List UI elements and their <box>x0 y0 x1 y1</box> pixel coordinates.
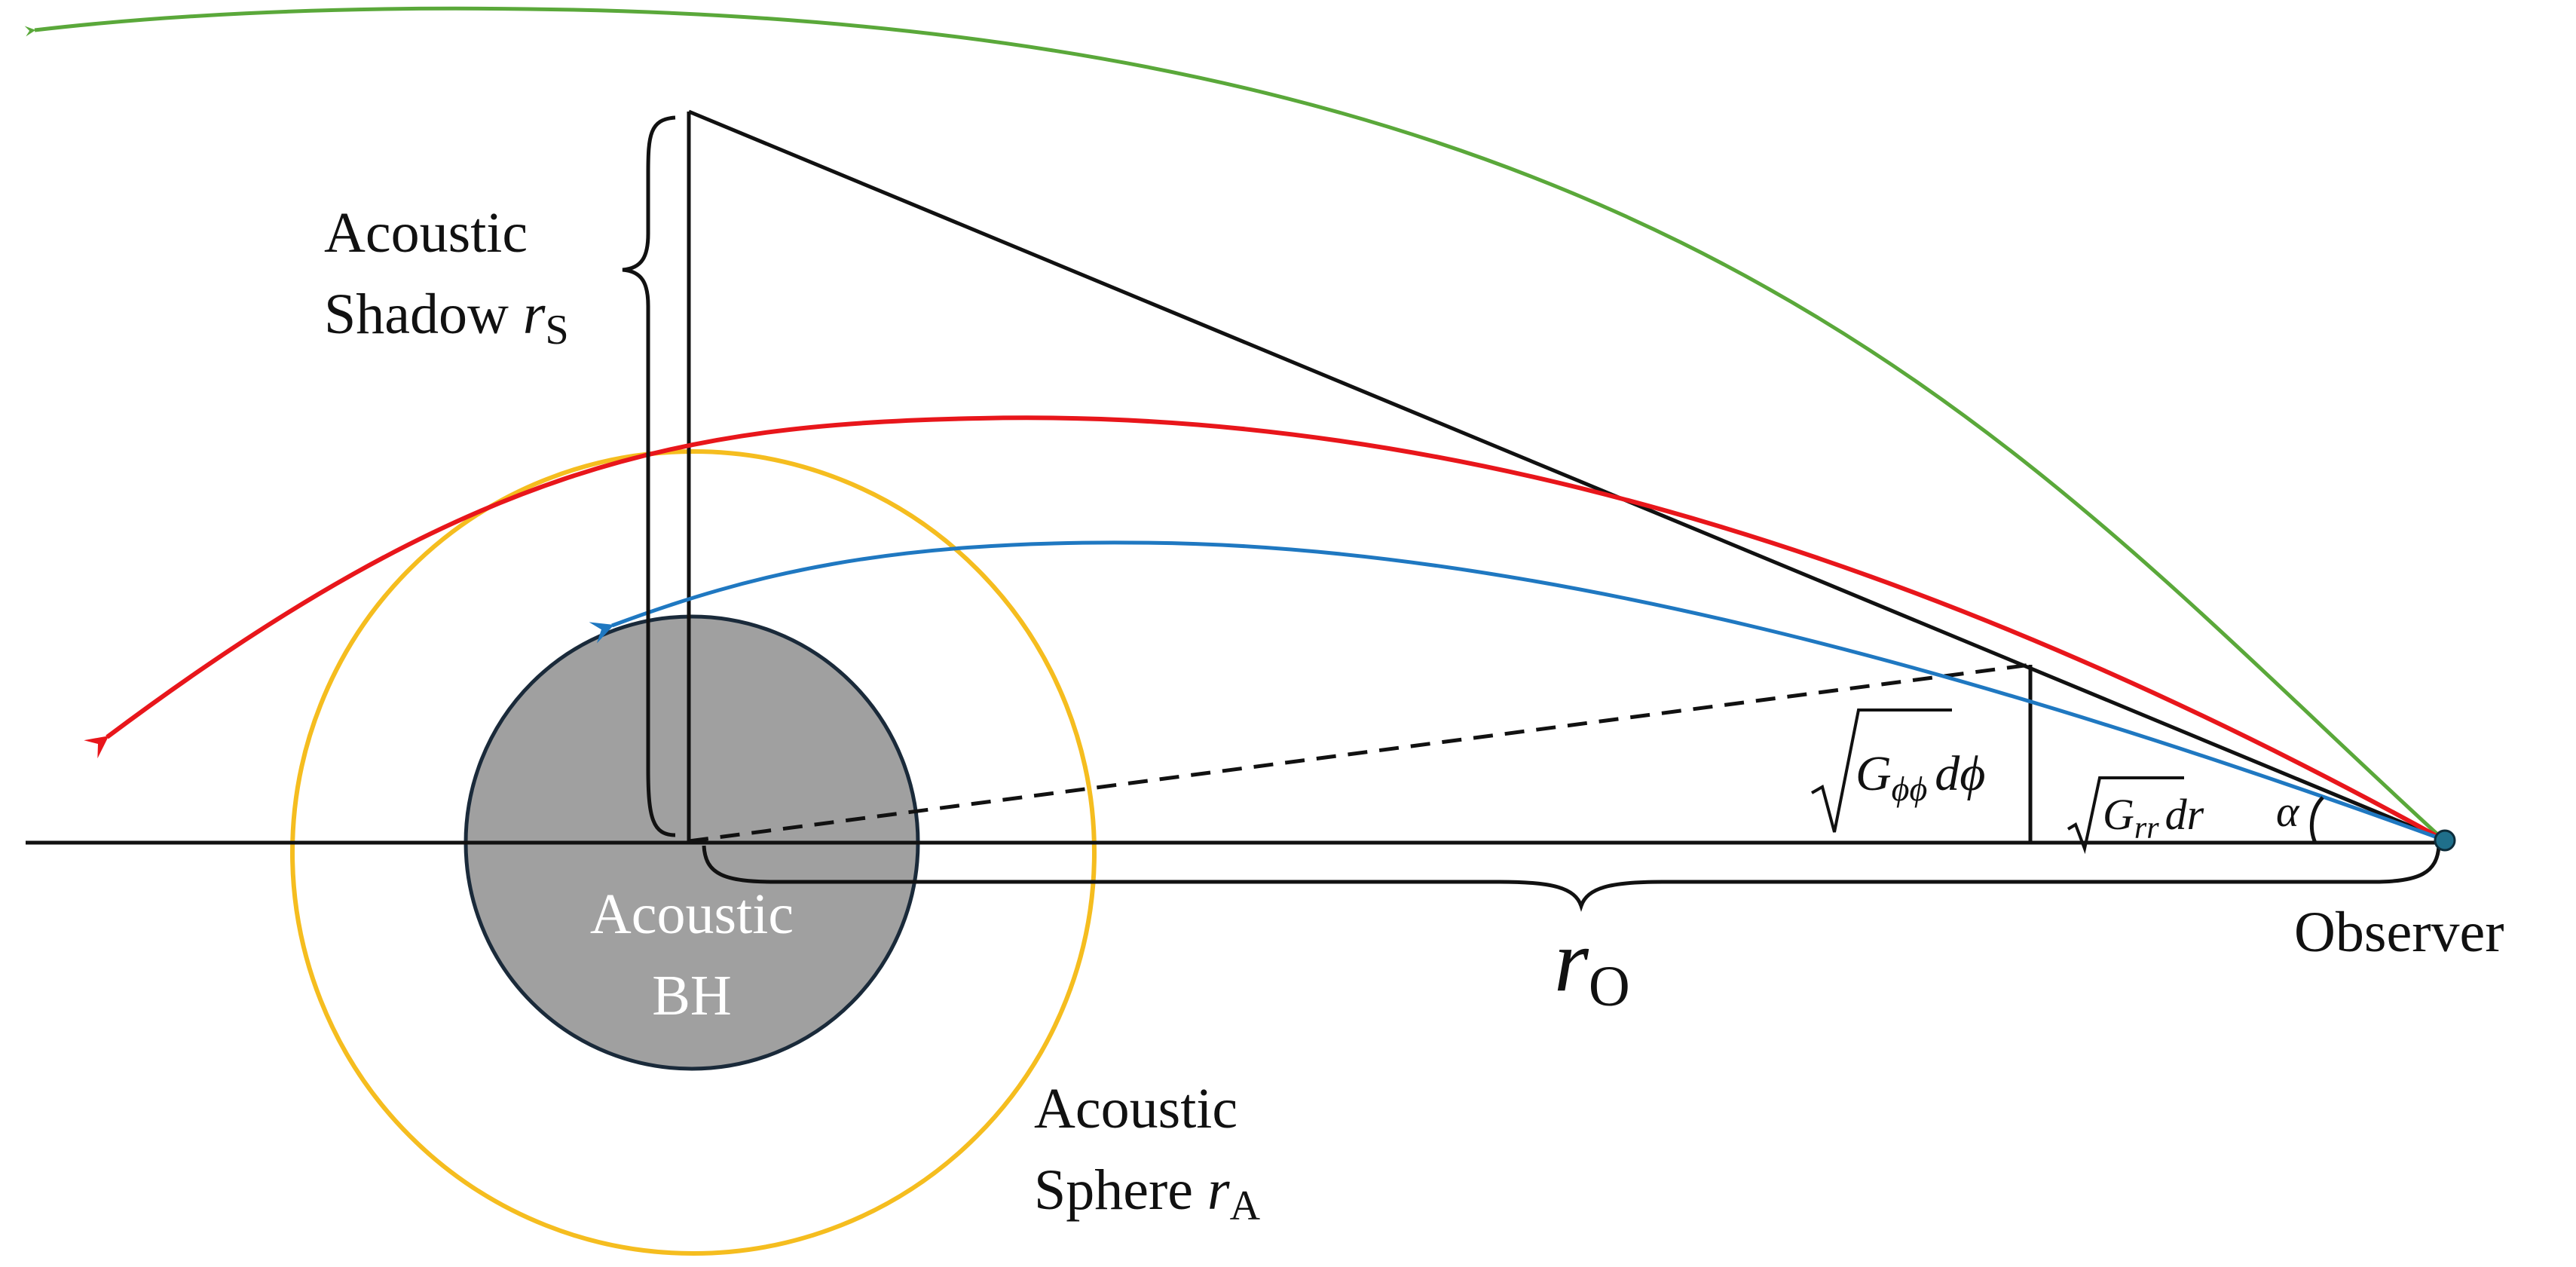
sphere-label-text: Sphere <box>1034 1158 1207 1222</box>
red-ray <box>84 415 2445 842</box>
metric-phi-G: G <box>1856 746 1892 801</box>
distance-label-sub: O <box>1589 955 1630 1018</box>
acoustic-sphere-circle <box>290 449 1097 1256</box>
sphere-label-line1: Acoustic <box>1034 1077 1238 1140</box>
dashed-radius-line <box>688 663 2031 843</box>
distance-label: rO <box>1554 911 1630 1018</box>
blue-ray <box>589 540 2444 842</box>
shadow-label-line1: Acoustic <box>324 201 528 265</box>
bh-label-line2: BH <box>652 964 732 1027</box>
bh-label-line1: Acoustic <box>590 883 794 946</box>
sphere-label-sub: A <box>1230 1183 1261 1229</box>
green-ray <box>24 6 2445 841</box>
angle-alpha-arc <box>2309 796 2324 844</box>
observer-label: Observer <box>2294 901 2504 964</box>
sqrt-symbol-phi <box>1811 708 1952 833</box>
shadow-label-var: r <box>523 283 546 346</box>
shadow-brace <box>622 115 676 837</box>
shadow-tangent-line <box>688 109 2444 842</box>
angle-alpha-label: α <box>2276 787 2300 836</box>
distance-label-var: r <box>1554 911 1589 1010</box>
sphere-label-var: r <box>1207 1158 1230 1222</box>
sqrt-symbol-r <box>2067 776 2184 855</box>
distance-brace <box>702 845 2441 912</box>
metric-r-d: dr <box>2165 790 2204 839</box>
shadow-label-sub: S <box>545 307 568 353</box>
metric-r-sub: rr <box>2134 811 2159 846</box>
observer-dot <box>2434 829 2456 852</box>
sphere-label-line2: Sphere rA <box>1034 1158 1261 1229</box>
metric-r-G: G <box>2103 790 2134 839</box>
shadow-label-text: Shadow <box>324 283 523 346</box>
metric-phi-d: dϕ <box>1935 746 1985 801</box>
shadow-label-line2: Shadow rS <box>324 283 569 353</box>
metric-phi-sub: ϕϕ <box>1892 770 1928 808</box>
